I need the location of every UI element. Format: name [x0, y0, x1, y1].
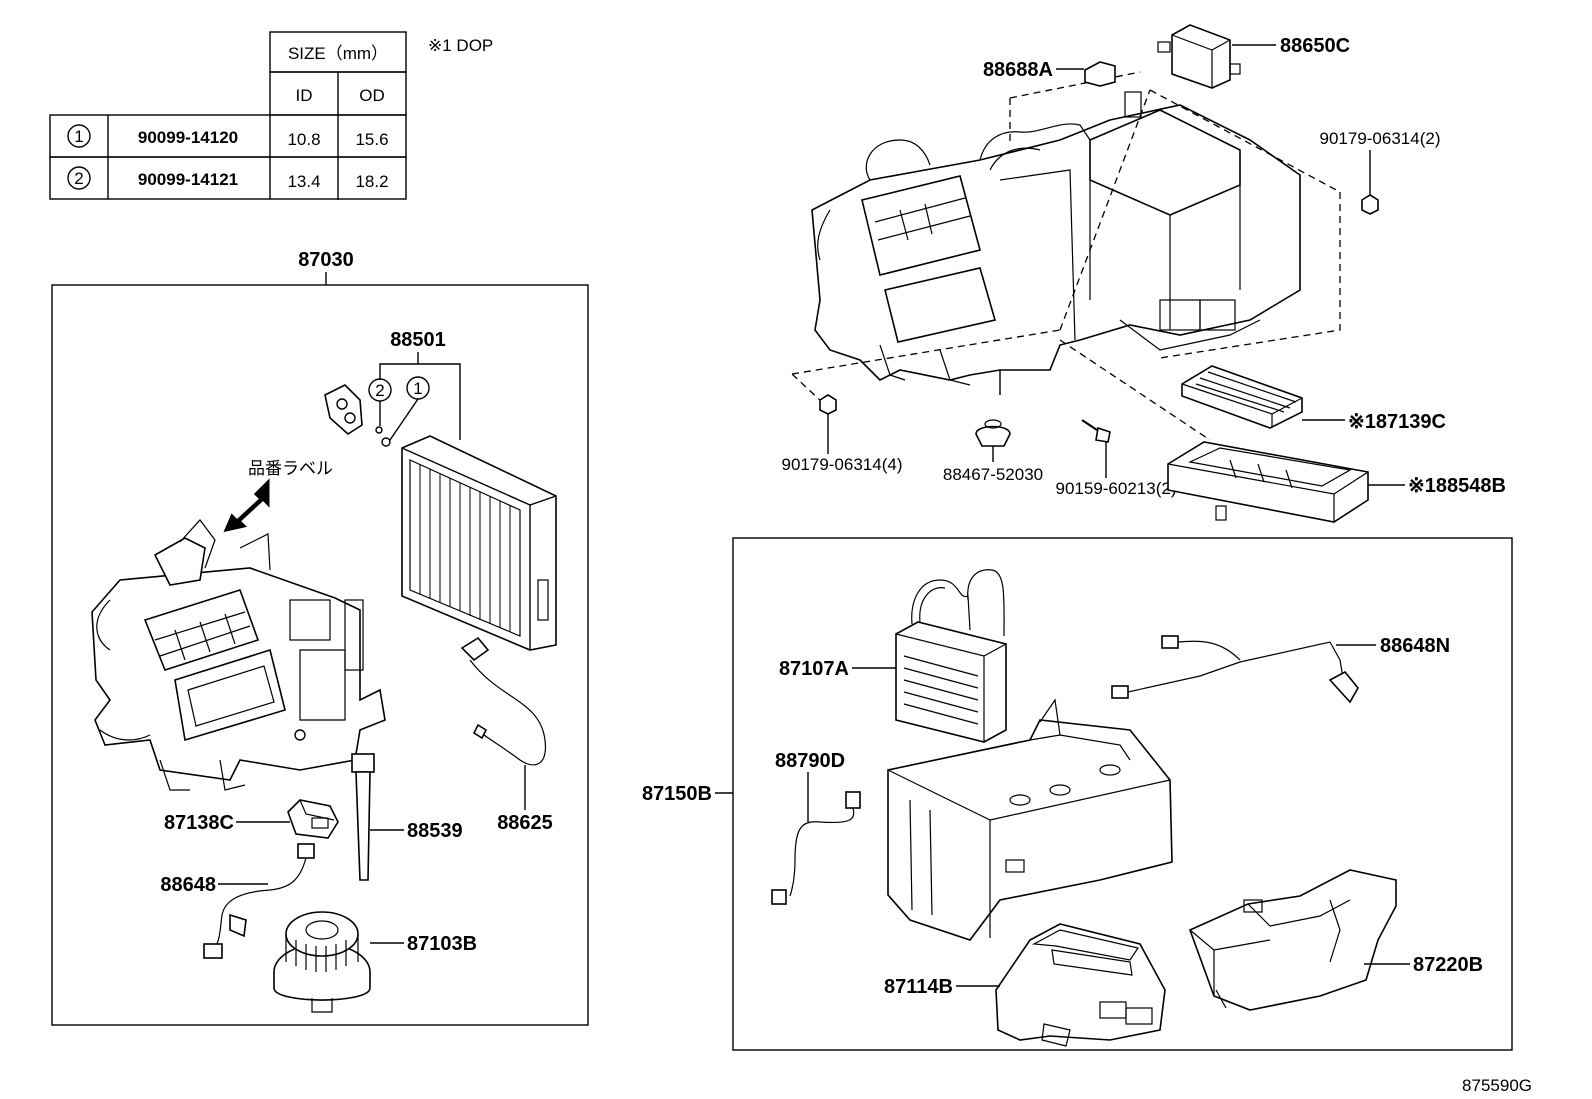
- resistor-87138C: [287, 799, 339, 839]
- blower-case-87114B: [995, 923, 1166, 1047]
- arrow-icon: [223, 478, 270, 533]
- row1-od: 15.6: [355, 130, 388, 149]
- row2-part: 90099-14121: [138, 170, 238, 189]
- od-header: OD: [359, 86, 385, 105]
- sensor-88790D: [771, 791, 861, 905]
- group-87030-frame: [51, 284, 589, 1026]
- label-90159: 90159-60213(2): [1056, 479, 1177, 498]
- label-87103B: 87103B: [407, 933, 477, 955]
- nut-icon: [819, 394, 837, 415]
- label-87220B: 87220B: [1413, 954, 1483, 976]
- label-87107A: 87107A: [779, 658, 849, 680]
- dashed-leader-lines: [791, 71, 1341, 441]
- filter-87139C: [1181, 365, 1303, 429]
- sensor-wire-88625: [460, 636, 547, 766]
- label-88648: 88648: [160, 874, 216, 896]
- module-88650C: [1157, 24, 1241, 89]
- row1-id: 10.8: [287, 130, 320, 149]
- size-table: SIZE（mm） ID OD 1 90099-14120 10.8 15.6 2…: [49, 31, 407, 200]
- row1-part: 90099-14120: [138, 128, 238, 147]
- label-88688A: 88688A: [983, 59, 1053, 81]
- row2-od: 18.2: [355, 172, 388, 191]
- label-88790D: 88790D: [775, 750, 845, 772]
- label-87114B: 87114B: [884, 976, 953, 998]
- label-88650C: 88650C: [1280, 35, 1350, 57]
- label-87030: 87030: [298, 249, 354, 271]
- size-header: SIZE（mm）: [288, 44, 388, 63]
- evaporator-88501: [401, 435, 557, 651]
- part-number-label-jp: 品番ラベル: [248, 459, 333, 478]
- hvac-main-case: [887, 698, 1173, 941]
- id-header: ID: [296, 86, 313, 105]
- rod-88539: [351, 753, 375, 881]
- nut-icon: [1361, 194, 1379, 215]
- row2-id: 13.4: [287, 172, 320, 191]
- mark-2: 2: [375, 381, 384, 400]
- label-90179-2: 90179-06314(2): [1320, 129, 1441, 148]
- mark-1: 1: [413, 379, 422, 398]
- label-87139C: ※187139C: [1348, 411, 1446, 433]
- label-88539: 88539: [407, 820, 463, 842]
- row1-mark: 1: [74, 127, 83, 146]
- clip-88688A: [1084, 61, 1116, 87]
- wire-harness-88648: [203, 843, 315, 959]
- figure-code: 875590G: [1462, 1076, 1532, 1095]
- hvac-unit-top: [811, 91, 1301, 395]
- row2-mark: 2: [74, 169, 83, 188]
- screw-90159: [1081, 419, 1111, 443]
- group-87150B-frame: [732, 537, 1513, 1051]
- label-88625: 88625: [497, 812, 553, 834]
- label-87150B: 87150B: [642, 783, 712, 805]
- label-88501: 88501: [390, 329, 446, 351]
- expansion-valve-block: [324, 384, 363, 436]
- blower-motor-87103B: [273, 911, 371, 1013]
- wire-harness-88648N: [1111, 635, 1359, 704]
- dop-note: ※1 DOP: [428, 36, 493, 55]
- blower-unit-housing-left: [91, 519, 386, 791]
- label-90179-4: 90179-06314(4): [782, 455, 903, 474]
- label-88648N: 88648N: [1380, 635, 1450, 657]
- label-87138C: 87138C: [164, 812, 234, 834]
- duct-87220B: [1188, 869, 1397, 1011]
- heater-core-87107A: [895, 569, 1007, 743]
- grommet-88467: [975, 419, 1011, 447]
- label-88548B: ※188548B: [1408, 475, 1506, 497]
- filter-case-88548B: [1167, 441, 1369, 523]
- label-88467: 88467-52030: [943, 465, 1043, 484]
